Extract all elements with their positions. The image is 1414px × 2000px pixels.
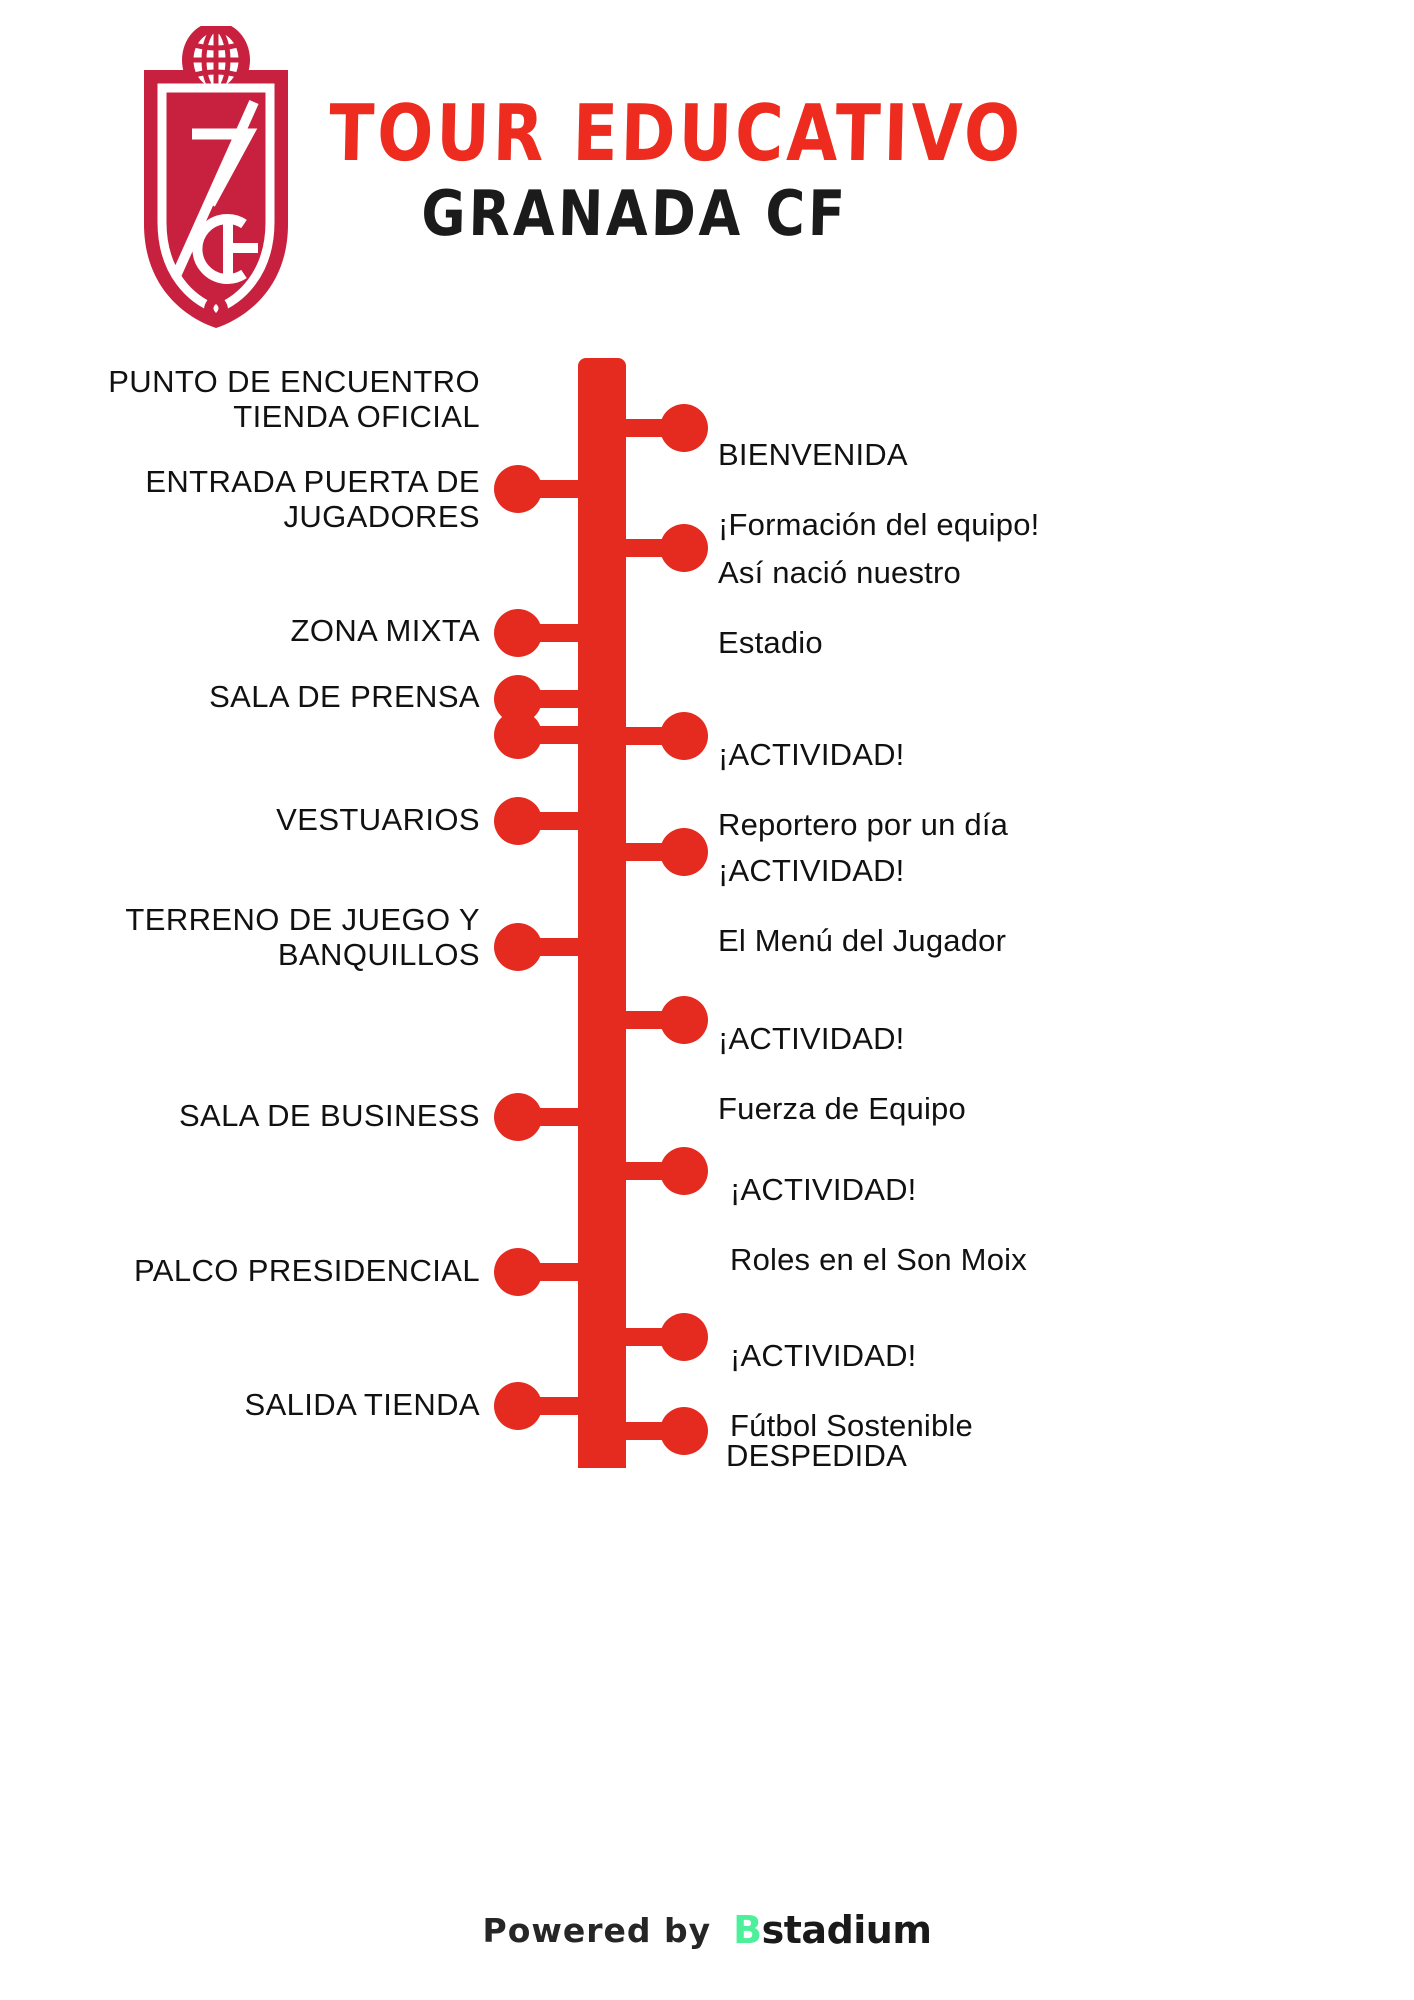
timeline-label-left-8: PALCO PRESIDENCIAL [133,1253,480,1288]
timeline-connector-left-4 [534,690,586,708]
timeline-connector-left-8 [534,1263,586,1281]
timeline-right-subtitle-2: Estadio [718,625,823,661]
title-block: TOUR EDUCATIVO GRANADA CF [328,87,1090,250]
timeline-right-title-7: ¡ACTIVIDAD! [730,1338,917,1374]
timeline-node-right-8[interactable] [660,1407,708,1455]
timeline-right-subtitle-5: Fuerza de Equipo [718,1091,966,1127]
timeline-right-subtitle-4: El Menú del Jugador [718,923,1007,959]
footer: Powered by Bstadium [0,1908,1414,1952]
timeline: PUNTO DE ENCUENTRO TIENDA OFICIAL ENTRAD… [0,350,1414,1850]
timeline-label-left-9: SALIDA TIENDA [244,1387,480,1422]
timeline-node-right-3[interactable] [660,712,708,760]
timeline-right-subtitle-7: Fútbol Sostenible [730,1408,973,1444]
timeline-label-right-4: ¡ACTIVIDAD! El Menú del Jugador [718,818,1138,993]
timeline-label-right-5: ¡ACTIVIDAD! Fuerza de Equipo [718,986,1138,1161]
timeline-label-right-6: ¡ACTIVIDAD! Roles en el Son Moix [730,1137,1150,1312]
timeline-label-right-1: BIENVENIDA ¡Formación del equipo! [718,402,1138,577]
timeline-right-title-1: BIENVENIDA [718,437,908,473]
timeline-node-right-4[interactable] [660,828,708,876]
timeline-label-left-4: SALA DE PRENSA [209,679,480,714]
timeline-label-right-3: ¡ACTIVIDAD! Reportero por un día [718,702,1138,877]
timeline-label-left-6: TERRENO DE JUEGO Y BANQUILLOS [125,902,480,973]
timeline-right-title-5: ¡ACTIVIDAD! [718,1021,905,1057]
timeline-connector-left-1 [534,726,586,744]
timeline-node-right-6[interactable] [660,1147,708,1195]
timeline-node-right-2[interactable] [660,524,708,572]
page-subtitle: GRANADA CF [420,177,849,251]
bstadium-logo: Bstadium [733,1908,932,1952]
timeline-right-title-8: DESPEDIDA [726,1438,907,1474]
timeline-label-right-7: ¡ACTIVIDAD! Fútbol Sostenible [730,1303,1150,1478]
timeline-right-subtitle-6: Roles en el Son Moix [730,1242,1027,1278]
page-title: TOUR EDUCATIVO [328,87,1025,179]
header: TOUR EDUCATIVO GRANADA CF [0,0,1414,350]
timeline-label-left-2: ENTRADA PUERTA DE JUGADORES [145,464,480,535]
timeline-label-right-2: Así nació nuestro Estadio [718,520,1138,695]
timeline-node-right-5[interactable] [660,996,708,1044]
timeline-right-title-3: ¡ACTIVIDAD! [718,737,905,773]
timeline-connector-left-2 [534,480,586,498]
timeline-right-title-4: ¡ACTIVIDAD! [718,853,905,889]
timeline-label-left-7: SALA DE BUSINESS [178,1098,480,1133]
timeline-label-left-5: VESTUARIOS [276,802,480,837]
timeline-connector-left-9 [534,1397,586,1415]
timeline-connector-left-6 [534,938,586,956]
timeline-connector-left-5 [534,812,586,830]
timeline-label-left-3: ZONA MIXTA [290,613,480,648]
timeline-spine [578,358,626,1468]
timeline-connector-left-3 [534,624,586,642]
timeline-label-right-8: DESPEDIDA [726,1403,1146,1508]
timeline-node-right-1[interactable] [660,404,708,452]
bstadium-logo-rest: stadium [761,1908,932,1952]
timeline-right-title-2: Así nació nuestro [718,555,961,591]
timeline-right-subtitle-3: Reportero por un día [718,807,1009,843]
powered-by-label: Powered by [482,1910,712,1950]
granada-cf-crest [136,22,296,332]
timeline-label-left-1: PUNTO DE ENCUENTRO TIENDA OFICIAL [108,364,480,435]
timeline-node-right-7[interactable] [660,1313,708,1361]
timeline-connector-left-7 [534,1108,586,1126]
timeline-right-subtitle-1: ¡Formación del equipo! [718,507,1040,543]
bstadium-logo-initial: B [733,1908,762,1952]
timeline-right-title-6: ¡ACTIVIDAD! [730,1172,917,1208]
